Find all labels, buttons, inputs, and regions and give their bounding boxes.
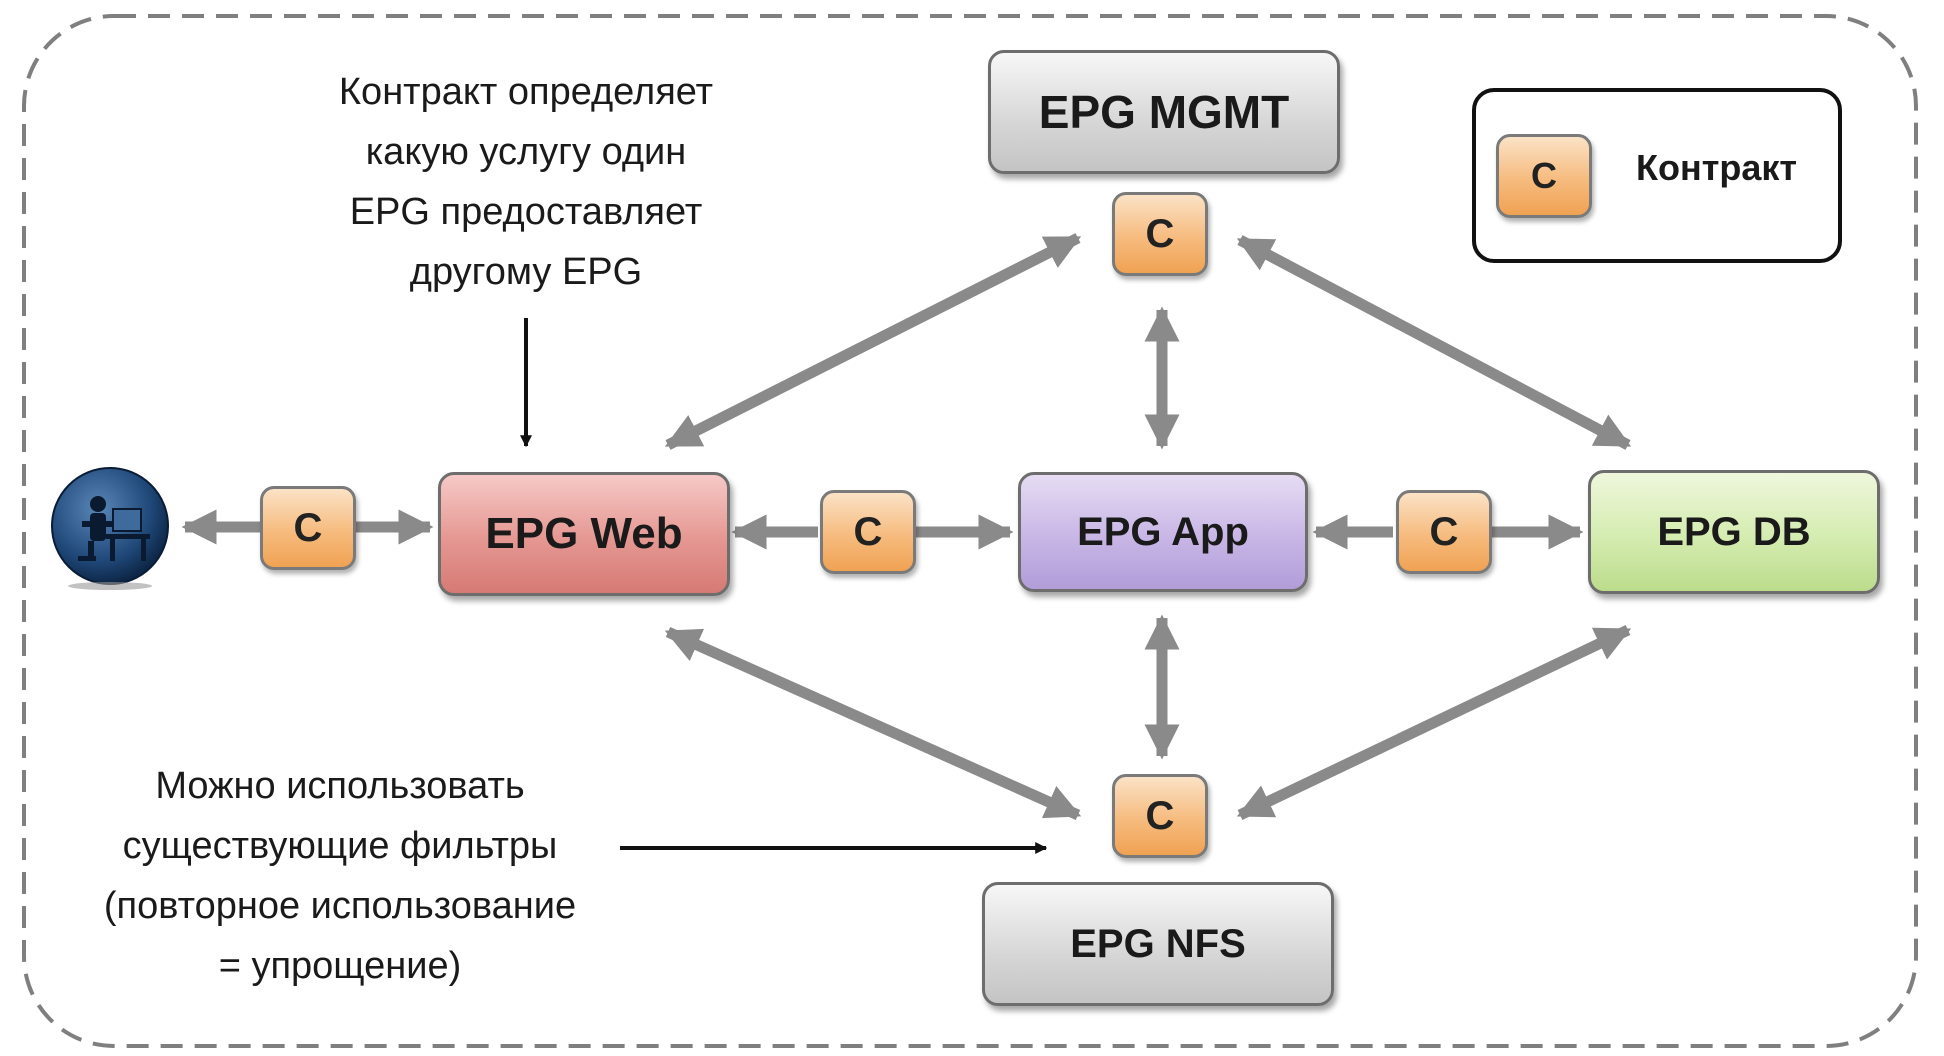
- epg-db-label: EPG DB: [1657, 509, 1811, 554]
- legend: C Контракт: [1472, 88, 1842, 263]
- contract-mgmt-symbol: C: [1145, 211, 1175, 256]
- epg-mgmt-label: EPG MGMT: [1038, 86, 1290, 138]
- epg-app-label: EPG App: [1077, 509, 1249, 554]
- workstation-user-icon: [51, 467, 169, 590]
- arrow-web-nfs: [664, 626, 1082, 821]
- epg-nfs-label: EPG NFS: [1070, 921, 1246, 966]
- legend-symbol-text: C: [1531, 155, 1557, 196]
- legend-label: Контракт: [1636, 147, 1797, 188]
- contract-web-app: C: [820, 490, 916, 574]
- epg-nfs-box: EPG NFS: [982, 882, 1334, 1006]
- contract-client-web-symbol: C: [293, 505, 323, 550]
- contract-definition-note: Контракт определяет какую услугу один EP…: [338, 71, 714, 293]
- epg-web-label: EPG Web: [485, 509, 683, 558]
- arrow-nfs-db: [1236, 625, 1632, 820]
- dashed-boundary: [22, 14, 1918, 1048]
- arrow-web-mgmt: [664, 233, 1082, 450]
- contract-client-web: C: [260, 486, 356, 570]
- filters-reuse-note: Можно использовать существующие фильтры …: [103, 765, 577, 987]
- contract-nfs-symbol: C: [1145, 793, 1175, 838]
- contract-nfs: C: [1112, 774, 1208, 858]
- epg-app-box: EPG App: [1018, 472, 1308, 592]
- contract-mgmt: C: [1112, 192, 1208, 276]
- epg-db-box: EPG DB: [1588, 470, 1880, 594]
- legend-contract-symbol: C: [1496, 134, 1592, 218]
- contract-app-db-symbol: C: [1429, 509, 1459, 554]
- epg-mgmt-box: EPG MGMT: [988, 50, 1340, 174]
- epg-web-box: EPG Web: [438, 472, 730, 596]
- arrow-mgmt-db: [1236, 235, 1632, 450]
- contract-web-app-symbol: C: [853, 509, 883, 554]
- contract-app-db: C: [1396, 490, 1492, 574]
